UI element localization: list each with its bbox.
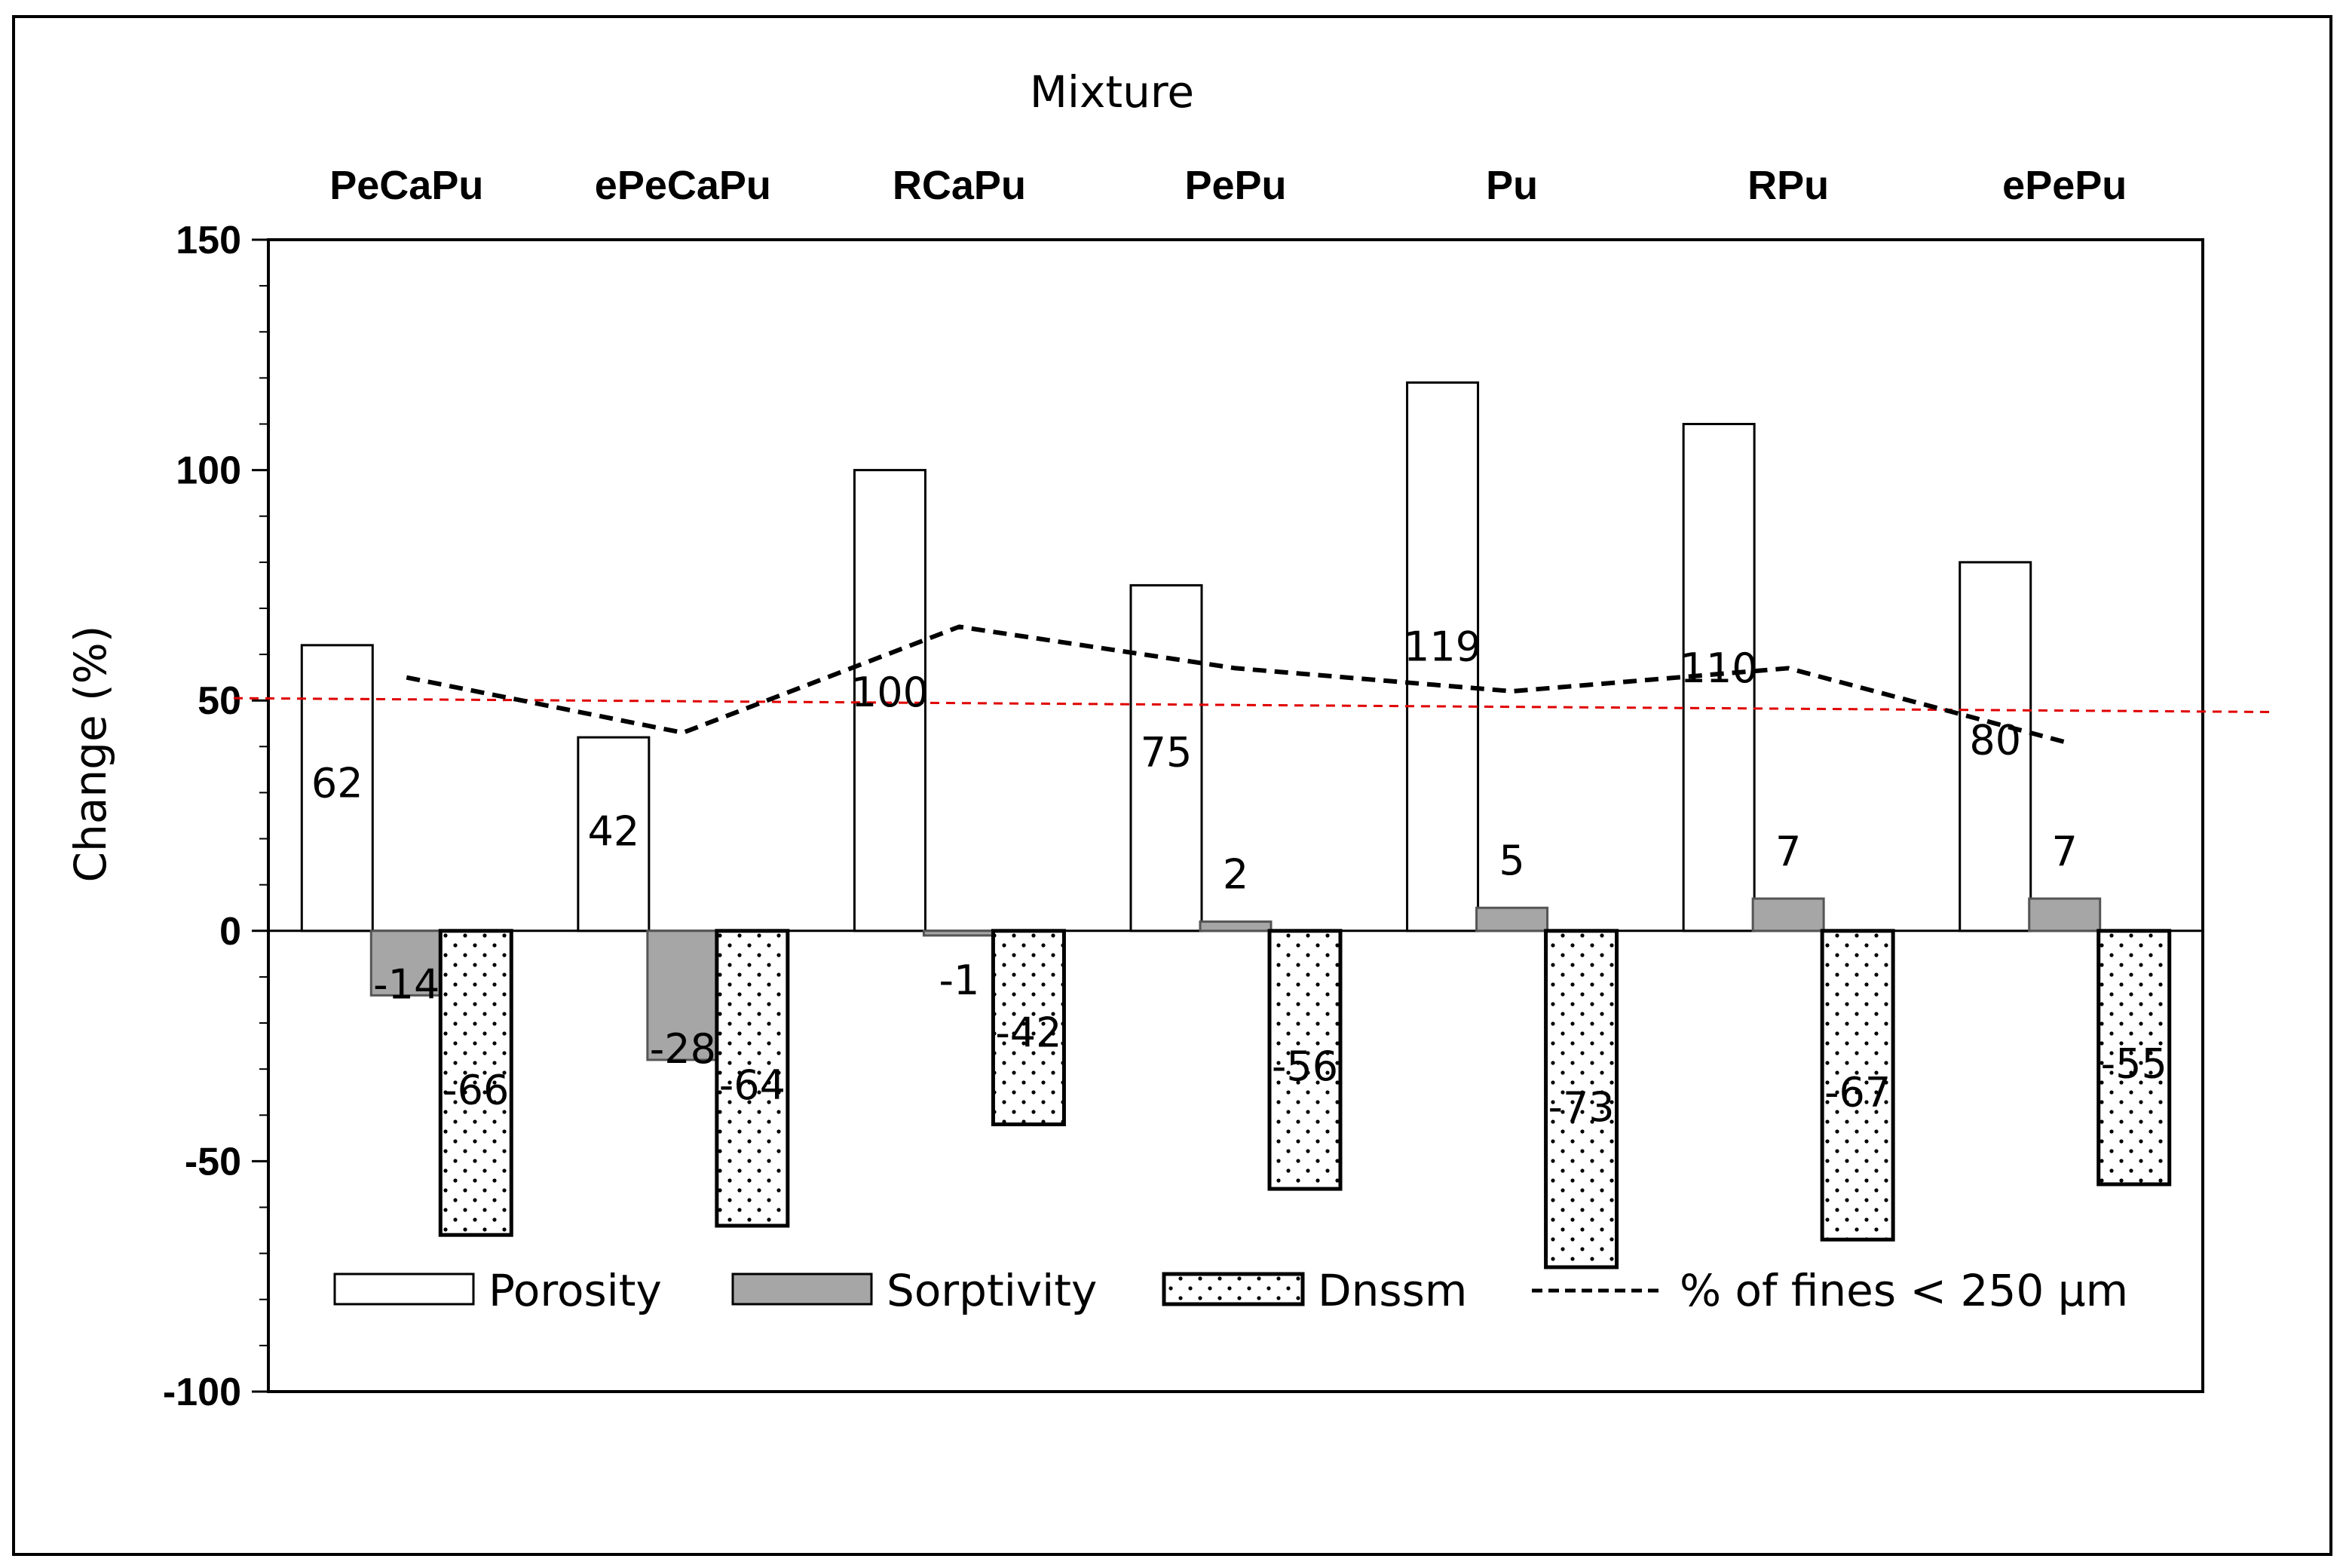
dnssm-data-label: -42 [995, 1009, 1061, 1056]
porosity-bar [577, 736, 651, 933]
y-tick-label: 50 [198, 679, 241, 723]
dnssm-bar [1820, 929, 1895, 1242]
dnssm-bar [715, 929, 790, 1228]
porosity-data-label: 100 [851, 669, 929, 716]
dnssm-bar [438, 929, 513, 1237]
y-tick-label: 100 [176, 449, 241, 493]
dnssm-legend-swatch [1162, 1272, 1305, 1306]
data-labels: 62 42 100 75 119 110 80 -14 -28 -1 2 5 7 7 -66 -64 -42 -5… [311, 623, 2167, 1131]
fines-line [406, 624, 2066, 745]
dnssm-legend-label: Dnssm [1318, 1265, 1467, 1316]
porosity-legend-swatch [333, 1272, 475, 1306]
legend: Porosity Sorptivity Dnssm % of fines < 250 … [333, 1265, 2128, 1316]
y-axis-title: Change (%) [65, 626, 116, 883]
dnssm-data-label: -55 [2101, 1040, 2167, 1088]
sorptivity-data-label: -14 [373, 960, 440, 1008]
sorptivity-bar [369, 929, 443, 997]
y-tick-label: 150 [176, 219, 241, 262]
dnssm-bar [1544, 929, 1619, 1269]
sorptivity-bar [2028, 897, 2102, 933]
sorptivity-legend-swatch [731, 1272, 873, 1306]
category-label: PePu [1184, 163, 1286, 208]
porosity-bar [1959, 561, 2032, 933]
dnssm-bar [991, 929, 1066, 1127]
sorptivity-data-label: 7 [2052, 828, 2078, 875]
fines-legend-label: % of fines < 250 μm [1680, 1265, 2128, 1316]
dnssm-data-label: -66 [443, 1067, 509, 1114]
sorptivity-bar [922, 929, 996, 937]
porosity-data-label: 75 [1141, 728, 1193, 776]
porosity-data-label: 119 [1404, 623, 1481, 671]
dnssm-data-label: -67 [1824, 1069, 1891, 1116]
sorptivity-data-label: 2 [1223, 851, 1248, 899]
category-label: RCaPu [893, 163, 1026, 208]
dnssm-data-label: -56 [1272, 1043, 1338, 1090]
y-tick-label: -100 [163, 1370, 241, 1414]
sorptivity-data-label: -28 [650, 1025, 716, 1073]
sorptivity-bar [1475, 906, 1549, 933]
sorptivity-legend-label: Sorptivity [887, 1265, 1097, 1316]
porosity-bar [300, 644, 374, 933]
porosity-data-label: 110 [1680, 645, 1758, 692]
category-label: ePeCaPu [595, 163, 771, 208]
porosity-data-label: 42 [587, 807, 639, 855]
porosity-bar [853, 469, 926, 933]
category-label: RPu [1747, 163, 1829, 208]
plot-border [267, 238, 2204, 1393]
y-tick-label: -50 [185, 1140, 241, 1184]
category-label: Pu [1486, 163, 1538, 208]
porosity-legend-label: Porosity [489, 1265, 662, 1316]
dnssm-bar [1267, 929, 1343, 1191]
sorptivity-bar [1199, 920, 1273, 933]
sorptivity-data-label: 5 [1499, 837, 1524, 884]
category-label: ePePu [2002, 163, 2127, 208]
porosity-bar [1129, 583, 1203, 933]
porosity-bar [1406, 381, 1480, 933]
reference-line [233, 697, 2271, 713]
sorptivity-data-label: 7 [1775, 828, 1801, 875]
dnssm-data-label: -73 [1548, 1083, 1614, 1131]
dnssm-data-label: -64 [719, 1061, 786, 1109]
sorptivity-data-label: -1 [939, 957, 980, 1004]
porosity-data-label: 80 [1969, 717, 2021, 764]
category-label: PeCaPu [329, 163, 483, 208]
sorptivity-bar [1751, 897, 1825, 933]
x-axis-title: Mixture [1030, 66, 1194, 118]
dnssm-bar [2096, 929, 2172, 1187]
plot-area: 150 100 50 0 -50 -100 PeCaPu ePeCaPu RCaPu PePu Pu… [163, 163, 2271, 1414]
sorptivity-bar [646, 929, 720, 1061]
porosity-data-label: 62 [311, 760, 363, 807]
y-tick-label: 0 [219, 910, 241, 954]
